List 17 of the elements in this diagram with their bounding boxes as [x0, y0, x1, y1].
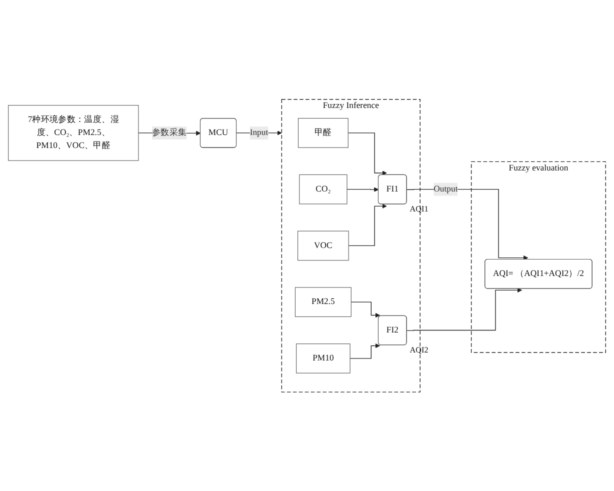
node-box: 7种环境参数：温度、湿度、CO₂、PM2.5、PM10、VOC、甲醛 — [8, 104, 139, 161]
edge-label: 参数采集 — [152, 128, 187, 138]
node-box: PM2.5 — [294, 286, 352, 317]
arrow — [348, 132, 387, 176]
arrow — [346, 186, 379, 192]
arrow — [348, 204, 387, 246]
node-box: VOC — [298, 230, 349, 260]
arrow — [350, 302, 380, 318]
node-box: CO₂ — [299, 174, 348, 204]
node-box: 甲醛 — [298, 118, 348, 148]
arrow — [350, 343, 380, 359]
node-caption: AQI1 — [410, 204, 428, 214]
node-box: PM10 — [296, 343, 350, 374]
node-caption: AQI2 — [410, 345, 428, 354]
edge-label: Output — [434, 184, 458, 194]
arrow — [406, 288, 522, 331]
edge-label: Input — [250, 128, 268, 138]
